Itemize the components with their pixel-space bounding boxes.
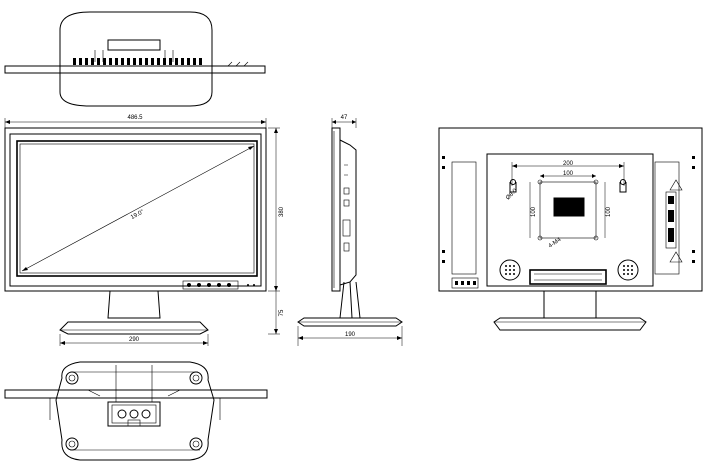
stand-height-label: 75 [279, 309, 285, 316]
vesa-inner-label: 100 [563, 171, 574, 177]
front-control-buttons [182, 280, 255, 290]
top-view [4, 11, 266, 107]
top-vent-slots [73, 58, 202, 65]
depth-dimension-label: 47 [341, 115, 348, 121]
rear-stand-connector [529, 269, 607, 285]
screw-spec-label: 4-M4 [548, 237, 563, 250]
side-view: 47 190 [297, 115, 403, 346]
vesa-outer-label: 200 [563, 161, 574, 167]
warning-icon [669, 251, 683, 263]
front-view: 486.5 19.0" 380 75 [4, 115, 285, 346]
vesa-right-label: 100 [606, 206, 612, 217]
diagonal-label: 19.0" [130, 209, 145, 221]
rear-mount-holes [442, 156, 695, 263]
speaker-grille-left [499, 259, 521, 281]
vesa-center-plate [553, 197, 585, 217]
bottom-corner-screws [65, 371, 203, 451]
hole-diameter-label: Ø8.0 [505, 188, 519, 202]
rear-view: 200 100 100 100 Ø8.0 4-M4 [438, 127, 703, 331]
keyhole-screws [509, 179, 627, 241]
bottom-view [4, 361, 268, 461]
width-dimension-label: 486.5 [127, 115, 143, 121]
rear-ports [451, 191, 677, 289]
height-dimension-label: 380 [279, 206, 285, 217]
base-width-label: 290 [129, 337, 140, 343]
warning-icon [669, 179, 683, 191]
base-depth-label: 190 [345, 332, 356, 338]
vesa-left-label: 100 [531, 206, 537, 217]
speaker-grille-right [617, 259, 639, 281]
